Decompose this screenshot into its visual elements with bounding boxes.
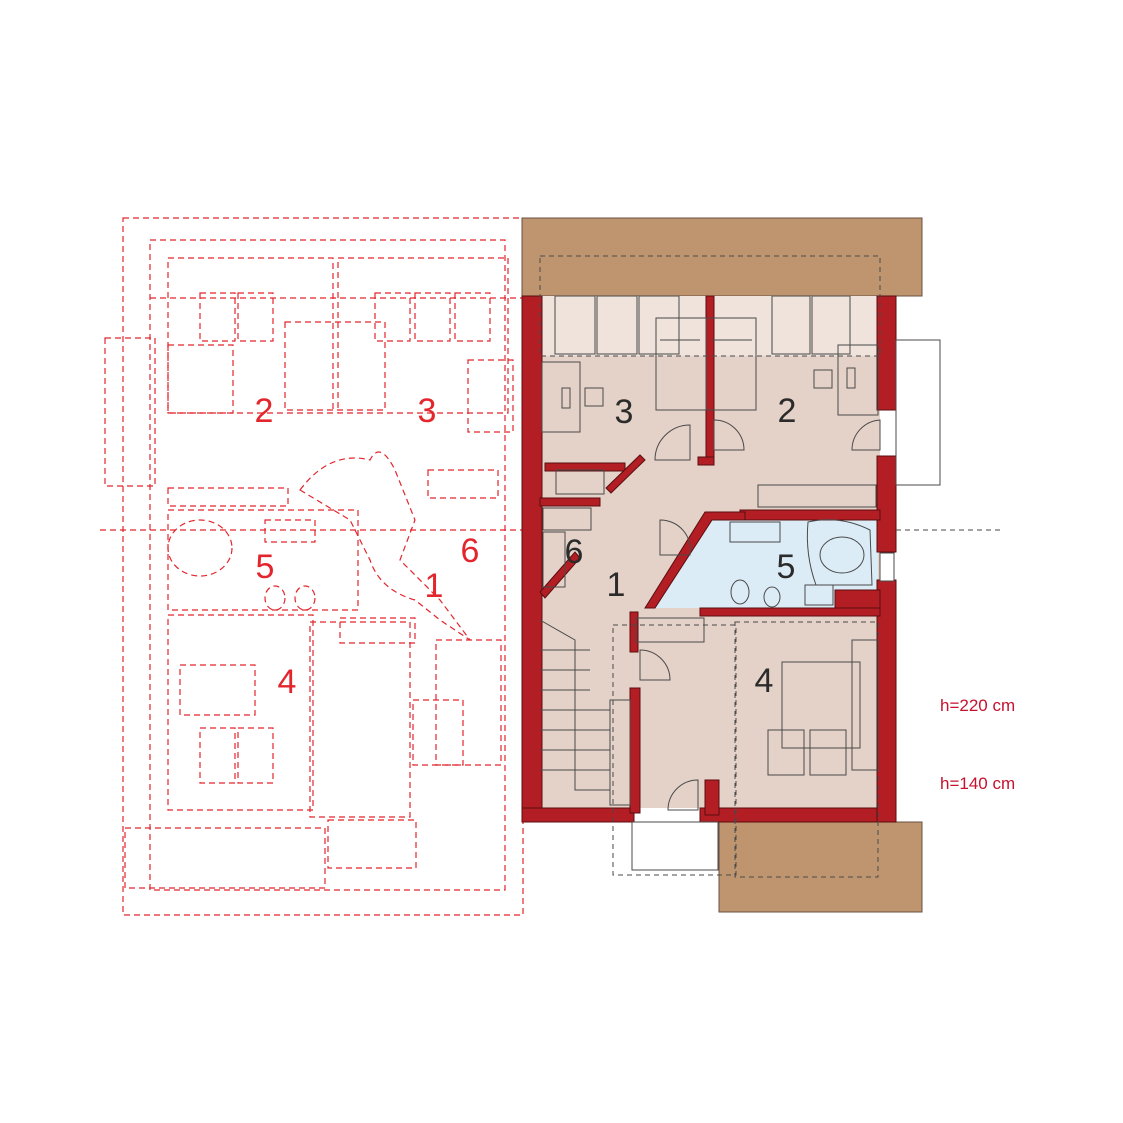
main-room-labels: 3 2 6 1 5 4: [565, 392, 797, 700]
ghost-room-2-label: 2: [255, 392, 274, 430]
ghost-room-5-label: 5: [256, 548, 275, 586]
ghost-room-6-label: 6: [461, 532, 480, 570]
height-marker-140: h=140 cm: [940, 774, 1015, 793]
furniture: [539, 255, 1000, 878]
room-2-label: 2: [778, 392, 797, 430]
height-marker-220: h=220 cm: [940, 696, 1015, 715]
room-5-label: 5: [777, 548, 796, 586]
room-3-label: 3: [615, 393, 634, 431]
balcony-bottom: [631, 821, 719, 871]
room-6-label: 6: [565, 533, 584, 571]
walls: [521, 295, 897, 823]
window-bath-right: [879, 552, 895, 582]
ghost-room-4-label: 4: [278, 663, 297, 701]
bathroom-floor: [652, 520, 878, 608]
room-1-label: 1: [607, 566, 626, 604]
room-4-label: 4: [755, 662, 774, 700]
ghost-room-3-label: 3: [418, 392, 437, 430]
ghost-room-1-label: 1: [425, 567, 444, 605]
ghost-room-labels: 2 3 5 6 1 4: [255, 392, 480, 701]
balcony-right: [895, 339, 941, 486]
height-markers: h=220 cm h=140 cm: [940, 696, 1015, 793]
roof-overhang-top: [521, 217, 923, 297]
roof-overhang-bottom: [718, 821, 923, 913]
